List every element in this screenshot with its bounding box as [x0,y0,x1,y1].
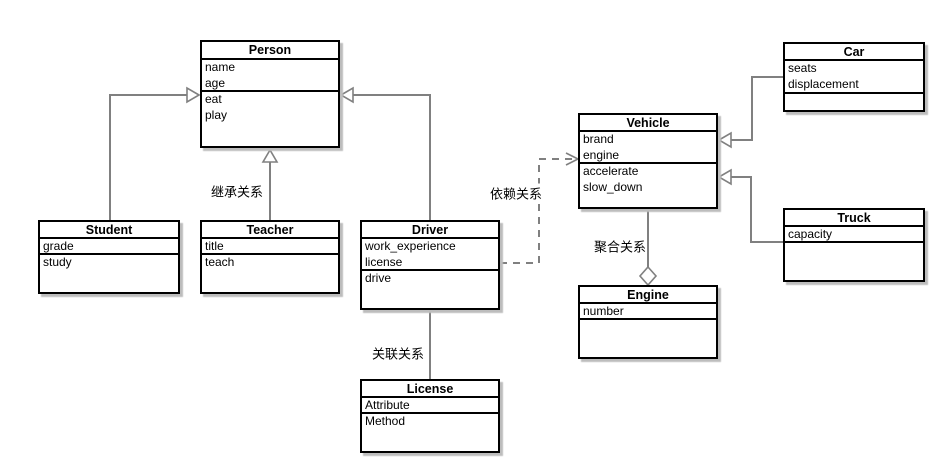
class-title: Driver [362,222,498,239]
inheritance-arrowhead-icon [261,148,279,163]
class-methods-section: teach [202,255,338,271]
edge-student-person-inheritance[interactable] [109,94,187,220]
attribute-row: grade [43,239,74,253]
attribute-row: title [205,239,224,253]
edge-car-vehicle-inheritance[interactable] [731,76,783,141]
attribute-row: work_experience [365,239,456,253]
class-attributes-section: grade [40,239,178,255]
edge-label-inheritance: 继承关系 [209,181,265,201]
attribute-row: name [205,60,236,74]
method-row: eat [205,92,222,106]
attribute-row: seats [788,61,817,75]
inheritance-arrowhead-icon [717,131,732,149]
class-attributes-section: Attribute [362,398,498,414]
class-box-engine[interactable]: Engine number [578,285,718,359]
attribute-row: license [365,254,403,269]
class-title: Person [202,42,338,60]
class-title: Car [785,44,923,61]
attribute-row: age [205,75,226,90]
inheritance-arrowhead-icon [717,168,732,186]
inheritance-arrowhead-icon [186,86,201,104]
method-row: drive [365,271,392,285]
class-title: Teacher [202,222,338,239]
inheritance-arrowhead-icon [339,86,354,104]
attribute-row: capacity [788,227,833,241]
method-row: study [43,255,72,269]
edge-label-dependency: 依赖关系 [488,183,544,203]
attribute-row: Attribute [365,398,410,412]
edge-truck-vehicle-inheritance[interactable] [731,176,783,243]
class-title: License [362,381,498,398]
class-methods-section: Method [362,414,498,430]
attribute-row: displacement [788,76,859,91]
method-row: accelerate [583,164,639,178]
class-attributes-section: capacity [785,227,923,243]
attribute-row: brand [583,132,614,146]
class-attributes-section: title [202,239,338,255]
method-row: play [205,107,228,122]
edge-label-aggregation: 聚合关系 [592,236,648,256]
edge-driver-vehicle-dependency[interactable] [500,158,576,264]
class-attributes-section: number [580,304,716,320]
class-title: Engine [580,287,716,304]
class-box-teacher[interactable]: Teacher title teach [200,220,340,294]
class-title: Vehicle [580,115,716,132]
class-box-student[interactable]: Student grade study [38,220,180,294]
class-methods-section: study [40,255,178,271]
method-row: teach [205,255,235,269]
method-row: slow_down [583,179,643,194]
class-box-license[interactable]: License Attribute Method [360,379,500,453]
attribute-row: engine [583,147,620,162]
class-title: Student [40,222,178,239]
class-box-truck[interactable]: Truck capacity [783,208,925,282]
class-methods-section: drive [362,271,498,287]
aggregation-diamond-icon [638,265,658,287]
class-title: Truck [785,210,923,227]
edge-driver-person-inheritance[interactable] [353,94,431,220]
method-row: Method [365,414,406,428]
attribute-row: number [583,304,624,318]
edge-label-association: 关联关系 [370,343,426,363]
